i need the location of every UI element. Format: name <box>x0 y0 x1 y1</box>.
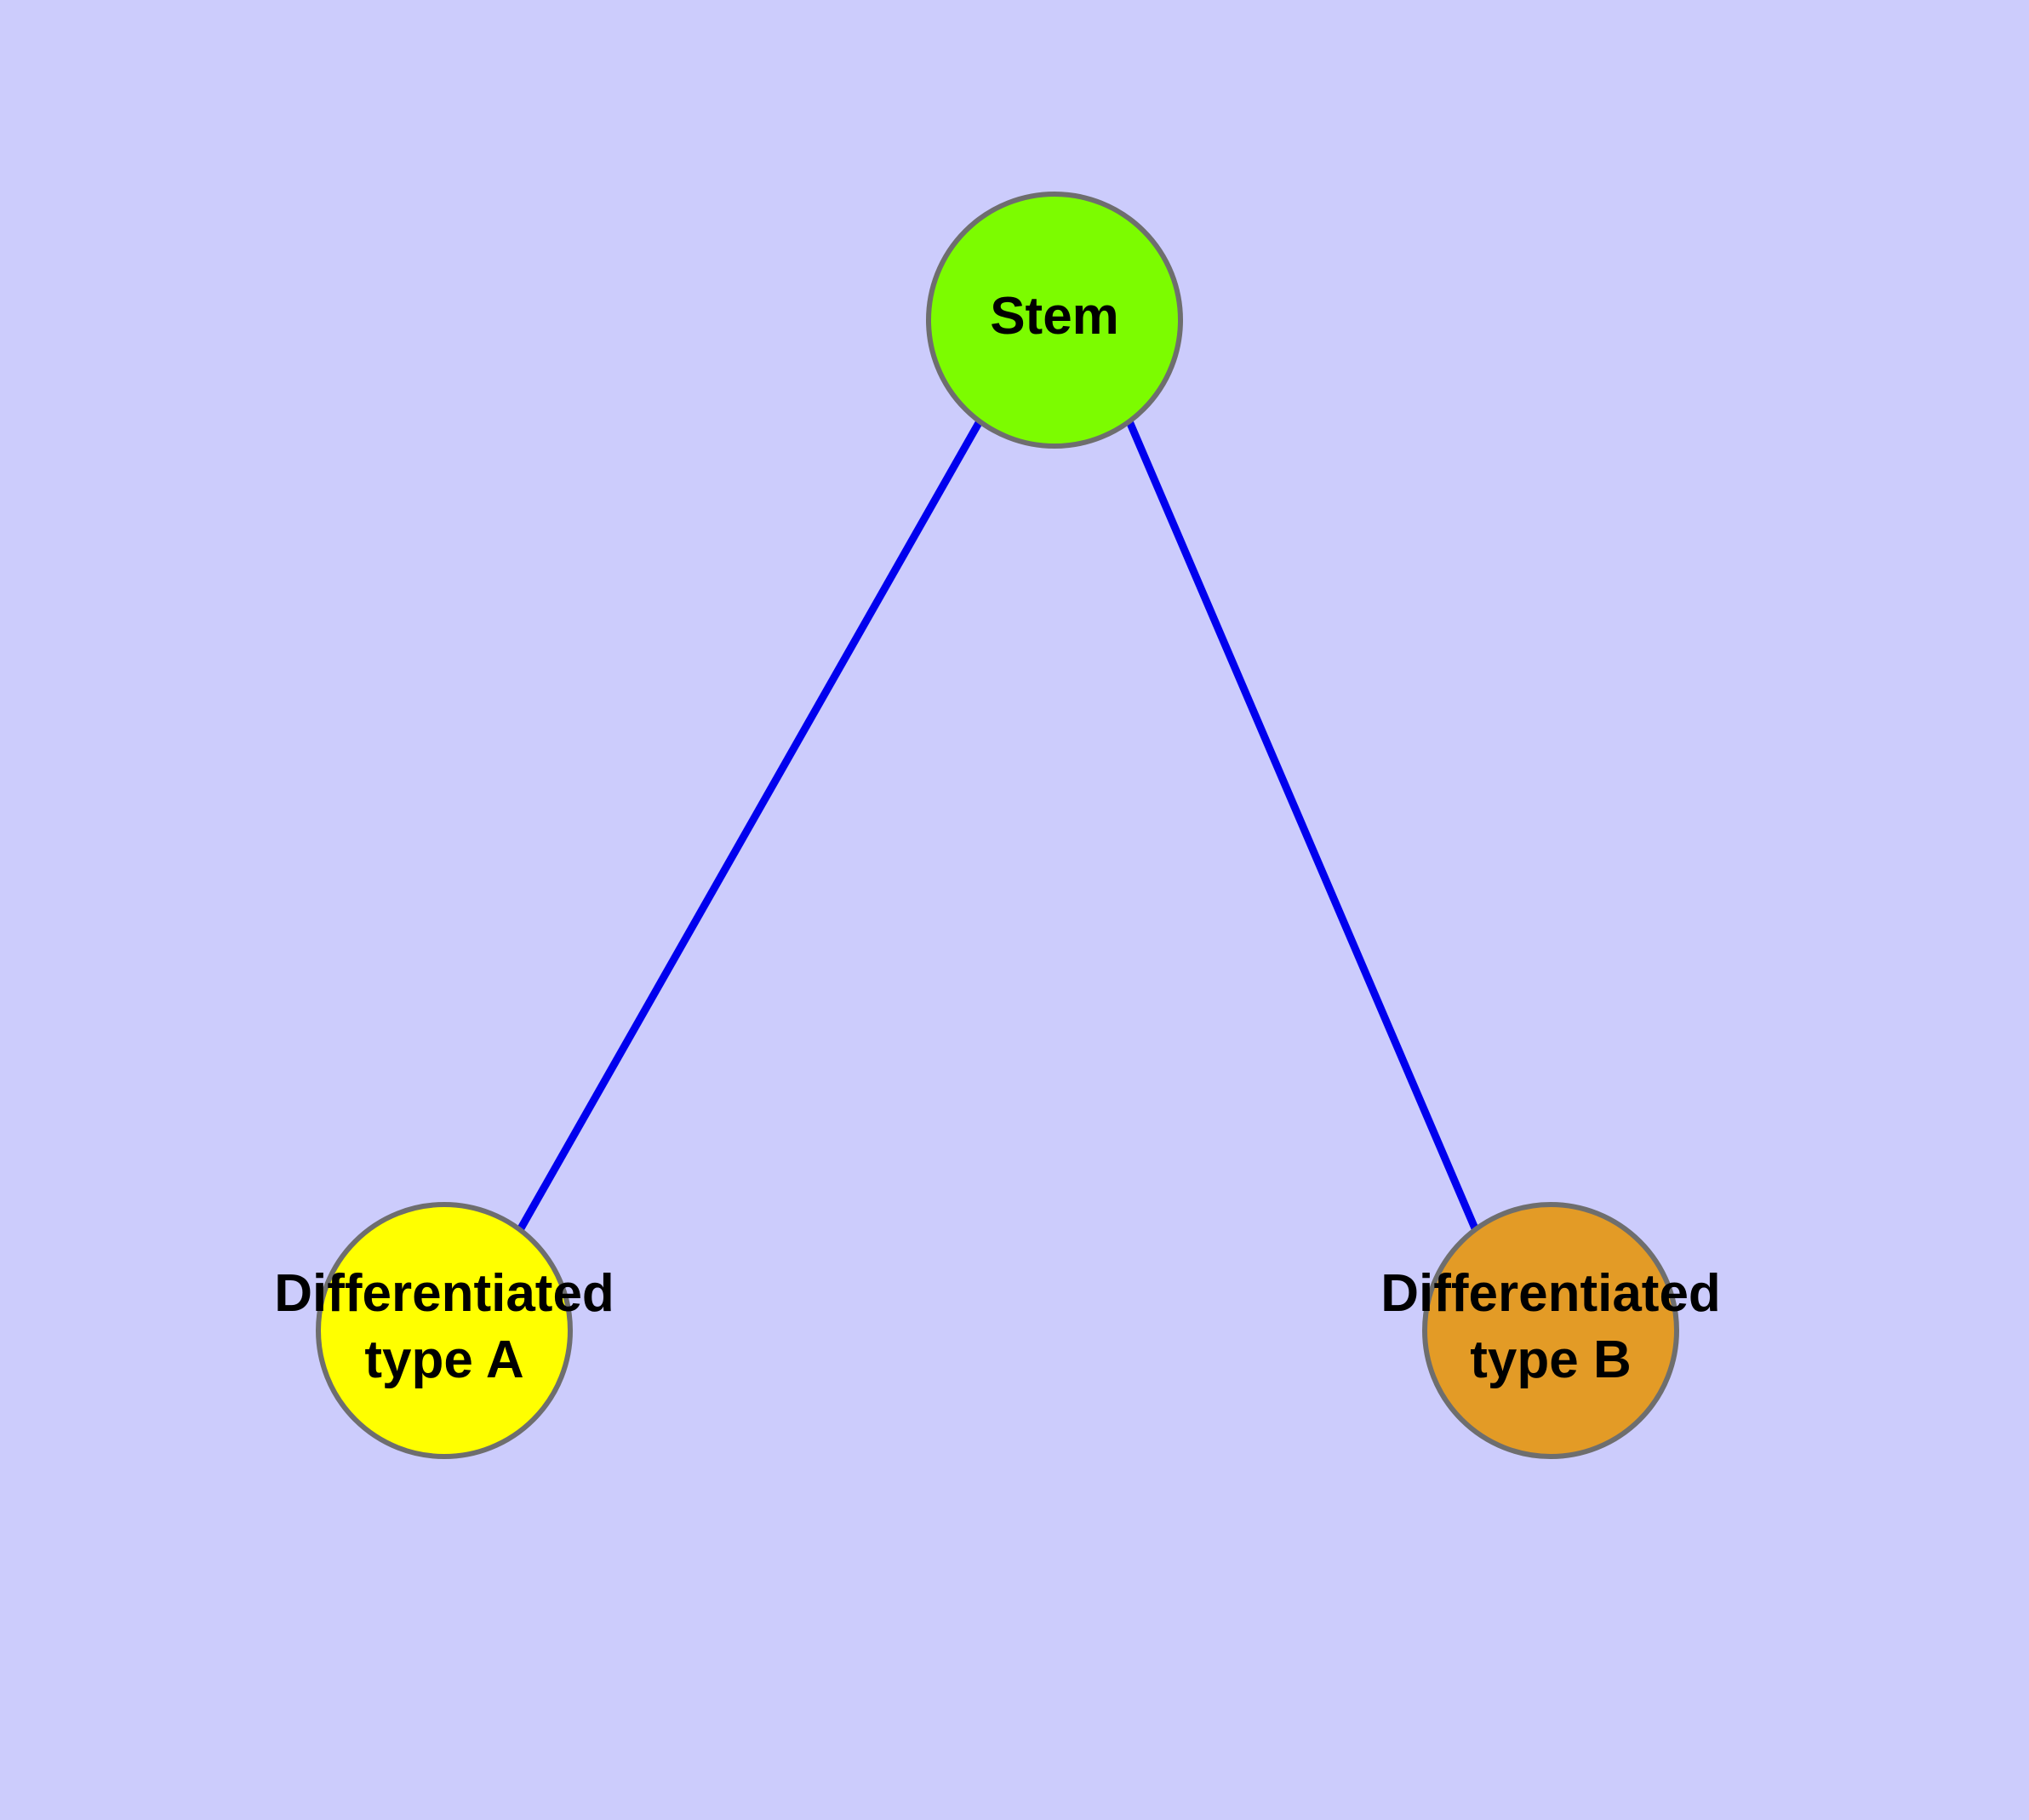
node-label-line: Differentiated <box>274 1264 614 1323</box>
node-label-line: Differentiated <box>1380 1264 1721 1323</box>
graph-node-stem[interactable] <box>926 192 1183 449</box>
node-label-line: Stem <box>990 287 1119 346</box>
node-label-line: type B <box>1470 1331 1631 1389</box>
edges-layer <box>517 419 1479 1231</box>
graph-edge-stem-to-diff-a[interactable] <box>517 419 983 1231</box>
graph-node-diff-b[interactable] <box>1422 1202 1679 1459</box>
nodes-layer <box>316 192 1679 1459</box>
node-label-line: type A <box>364 1331 523 1389</box>
node-label-stem: Stem <box>990 287 1119 346</box>
graph-node-diff-a[interactable] <box>316 1202 573 1459</box>
node-label-diff-b: Differentiated type B <box>1380 1264 1721 1389</box>
graph-edge-stem-to-diff-b[interactable] <box>1125 420 1479 1230</box>
node-label-diff-a: Differentiated type A <box>274 1264 614 1389</box>
